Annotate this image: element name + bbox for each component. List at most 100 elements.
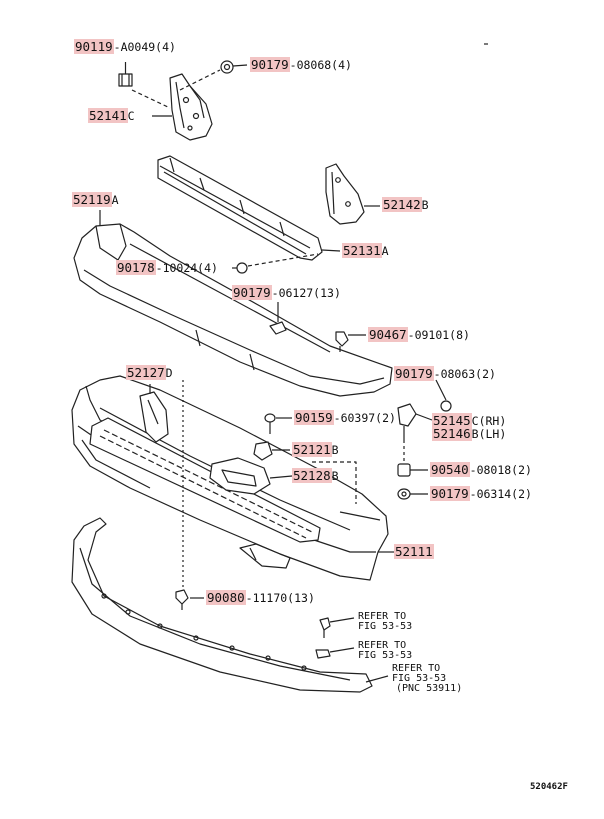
label-rest: B(LH) [471, 427, 507, 441]
leader-line [269, 475, 293, 479]
nut-90178-10024-icon [236, 262, 248, 274]
label-rest: B [421, 198, 429, 212]
label-90080: 90080-11170(13) [206, 590, 315, 605]
reference-note-3: REFER TO FIG 53-53 (PNC 53911) [392, 664, 462, 694]
ref-line: REFER TO [392, 663, 441, 674]
bushing-90540-08018-icon [397, 463, 411, 477]
label-main: 52145 [432, 413, 472, 428]
leader-line [232, 64, 248, 67]
label-main: 52111 [394, 544, 434, 559]
ref-line: REFER TO [358, 611, 407, 622]
leader-line [131, 89, 171, 109]
bolt-90119-icon [118, 62, 133, 87]
label-main: 90119 [74, 39, 114, 54]
screw-ref1-icon [319, 617, 331, 638]
reference-note-1: REFER TO FIG 53-53 [358, 612, 412, 632]
label-rest: D [165, 366, 173, 380]
label-52141c: 52141C [88, 108, 135, 123]
cover-52128b-icon [209, 457, 271, 495]
label-main: 90179 [394, 366, 434, 381]
label-90179-08068: 90179-08068(4) [250, 57, 352, 72]
leader-line [365, 675, 389, 683]
diagram-code: 520462F [530, 782, 568, 792]
label-rest: -06127(13) [271, 286, 341, 300]
label-main: 90178 [116, 260, 156, 275]
label-52119a: 52119A [72, 192, 119, 207]
spoiler-icon [71, 517, 373, 693]
retainer-52145c-icon [397, 403, 417, 440]
bracket-52142b-icon [325, 163, 365, 225]
screw-ref2-icon [315, 649, 331, 659]
label-main: 52127 [126, 365, 166, 380]
reinforcement-52131a-icon [157, 155, 323, 261]
label-90467: 90467-09101(8) [368, 327, 470, 342]
label-main: 52128 [292, 468, 332, 483]
label-rest: -08018(2) [469, 463, 532, 477]
label-52131a: 52131A [342, 243, 389, 258]
label-90179-06127: 90179-06127(13) [232, 285, 341, 300]
label-main: 90179 [250, 57, 290, 72]
bracket-52141c-icon [169, 73, 213, 141]
label-rest: -11170(13) [245, 591, 315, 605]
ref-line: FIG 53-53 [392, 673, 447, 684]
label-90540: 90540-08018(2) [430, 462, 532, 477]
ref-line: REFER TO [358, 640, 407, 651]
label-rest: B [331, 469, 339, 483]
bolt-90080-11170-icon [175, 589, 189, 610]
label-52128b: 52128B [292, 468, 339, 483]
label-52111: 52111 [394, 544, 434, 559]
label-90178: 90178-10024(4) [116, 260, 218, 275]
leader-line [415, 413, 433, 421]
ref-line: (PNC 53911) [396, 683, 463, 694]
label-rest: -08063(2) [433, 367, 496, 381]
nut-90179-08068-icon [220, 60, 234, 74]
label-main: 90179 [232, 285, 272, 300]
label-90119: 90119-A0049(4) [74, 39, 176, 54]
label-main: 52146 [432, 426, 472, 441]
label-rest: C [127, 109, 135, 123]
label-52142b: 52142B [382, 197, 429, 212]
label-main: 52121 [292, 442, 332, 457]
leader-line [329, 647, 355, 653]
label-90159: 90159-60397(2) [294, 410, 396, 425]
label-90179-08063: 90179-08063(2) [394, 366, 496, 381]
label-rest: B [331, 443, 339, 457]
leader-line [329, 617, 355, 623]
screw-90159-60397-icon [264, 413, 276, 434]
leader-line [179, 69, 221, 91]
label-main: 52141 [88, 108, 128, 123]
label-52145c: 52145C(RH) [432, 413, 507, 428]
label-rest: -60397(2) [333, 411, 396, 425]
label-main: 90467 [368, 327, 408, 342]
label-52121b: 52121B [292, 442, 339, 457]
leader-line [321, 249, 341, 252]
clip-90467-09101-icon [335, 331, 349, 352]
label-90179-06314: 90179-06314(2) [430, 486, 532, 501]
label-main: 90179 [430, 486, 470, 501]
label-rest: C(RH) [471, 414, 507, 428]
label-main: 52119 [72, 192, 112, 207]
retainer-52121b-icon [253, 441, 273, 461]
label-rest: -10024(4) [155, 261, 218, 275]
label-main: 90159 [294, 410, 334, 425]
label-main: 52131 [342, 243, 382, 258]
nut-90179-08063-icon [440, 400, 452, 412]
leader-line [247, 253, 319, 267]
label-52146b: 52146B(LH) [432, 426, 507, 441]
label-52127d: 52127D [126, 365, 173, 380]
label-rest: A [381, 244, 389, 258]
leader-line [435, 379, 447, 401]
ref-line: FIG 53-53 [358, 650, 413, 661]
grille-52127d-icon [89, 417, 321, 543]
label-rest: -08068(4) [289, 58, 352, 72]
label-main: 90540 [430, 462, 470, 477]
label-rest: -06314(2) [469, 487, 532, 501]
reference-note-2: REFER TO FIG 53-53 [358, 641, 412, 661]
nut-90179-06314-icon [397, 488, 411, 500]
label-main: 90080 [206, 590, 246, 605]
grille-bracket-icon [139, 391, 169, 443]
label-main: 52142 [382, 197, 422, 212]
clip-90179-06127-icon [269, 321, 287, 335]
label-rest: -09101(8) [407, 328, 470, 342]
